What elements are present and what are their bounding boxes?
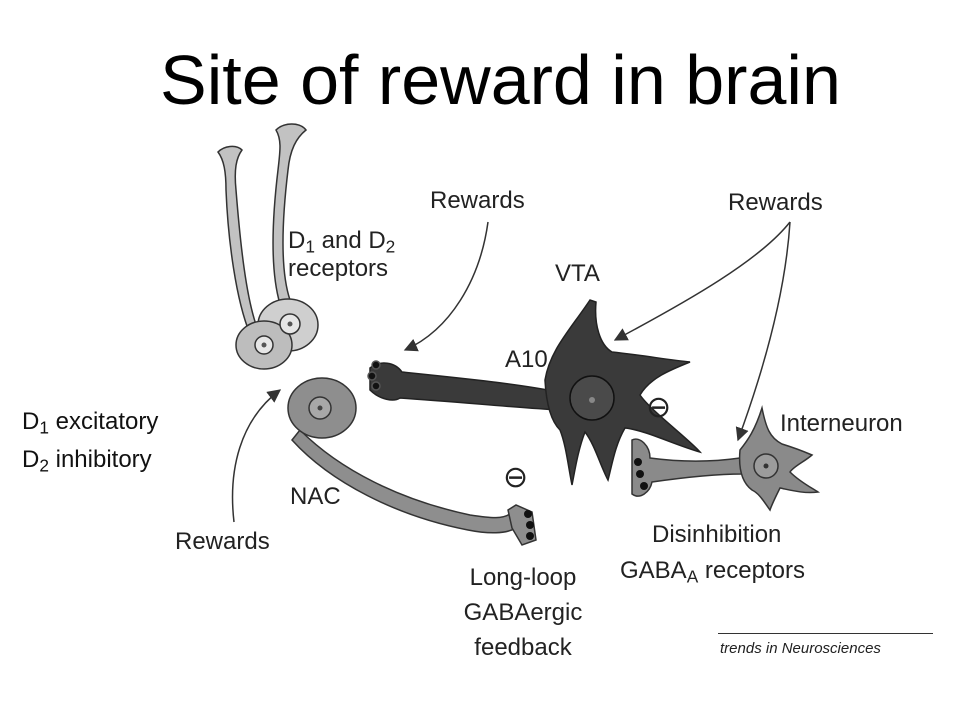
- rewards-label-top-middle: Rewards: [430, 187, 525, 214]
- arrow-rewards-to-vta: [613, 221, 791, 341]
- reward-arrows: [231, 221, 791, 523]
- credit-rule: [718, 633, 933, 634]
- d1-d2-neurons: [217, 123, 319, 370]
- light-neuron-dendrite-left: [217, 145, 259, 336]
- vta-neuron: [367, 299, 703, 486]
- rewards-label-bottom-left: Rewards: [175, 528, 270, 555]
- disinhibition-label: Disinhibition: [652, 521, 782, 548]
- minus-sign-nac: ⊖: [503, 461, 529, 494]
- vta-soma-body: [544, 299, 703, 486]
- rewards-label-top-right: Rewards: [728, 189, 823, 216]
- receptors-label: D1 and D2 receptors: [288, 227, 396, 282]
- gaba-a-receptors-label: GABAA receptors: [620, 557, 805, 587]
- arrow-rewards-to-nac: [231, 389, 282, 523]
- a10-label: A10: [505, 346, 548, 373]
- interneuron-soma-body: [738, 405, 821, 512]
- interneuron: [631, 405, 821, 512]
- arrow-rewards-to-interneuron: [735, 221, 791, 442]
- light-neuron-dendrite-right: [272, 123, 308, 306]
- arrow-rewards-to-vta-axon: [403, 221, 489, 352]
- page-title: Site of reward in brain: [160, 41, 841, 119]
- d2-inhibitory-label: D2 inhibitory: [22, 446, 152, 476]
- interneuron-label: Interneuron: [780, 410, 903, 437]
- nac-neuron: [287, 377, 537, 546]
- nac-label: NAC: [290, 483, 341, 510]
- credit-label: trends in Neurosciences: [720, 640, 881, 657]
- d1-excitatory-label: D1 excitatory: [22, 408, 159, 438]
- nac-axon: [291, 428, 517, 534]
- long-loop-feedback-label: Long-loop GABAergic feedback: [463, 564, 583, 661]
- minus-sign-vta: ⊖: [646, 391, 672, 424]
- vta-label: VTA: [555, 260, 600, 287]
